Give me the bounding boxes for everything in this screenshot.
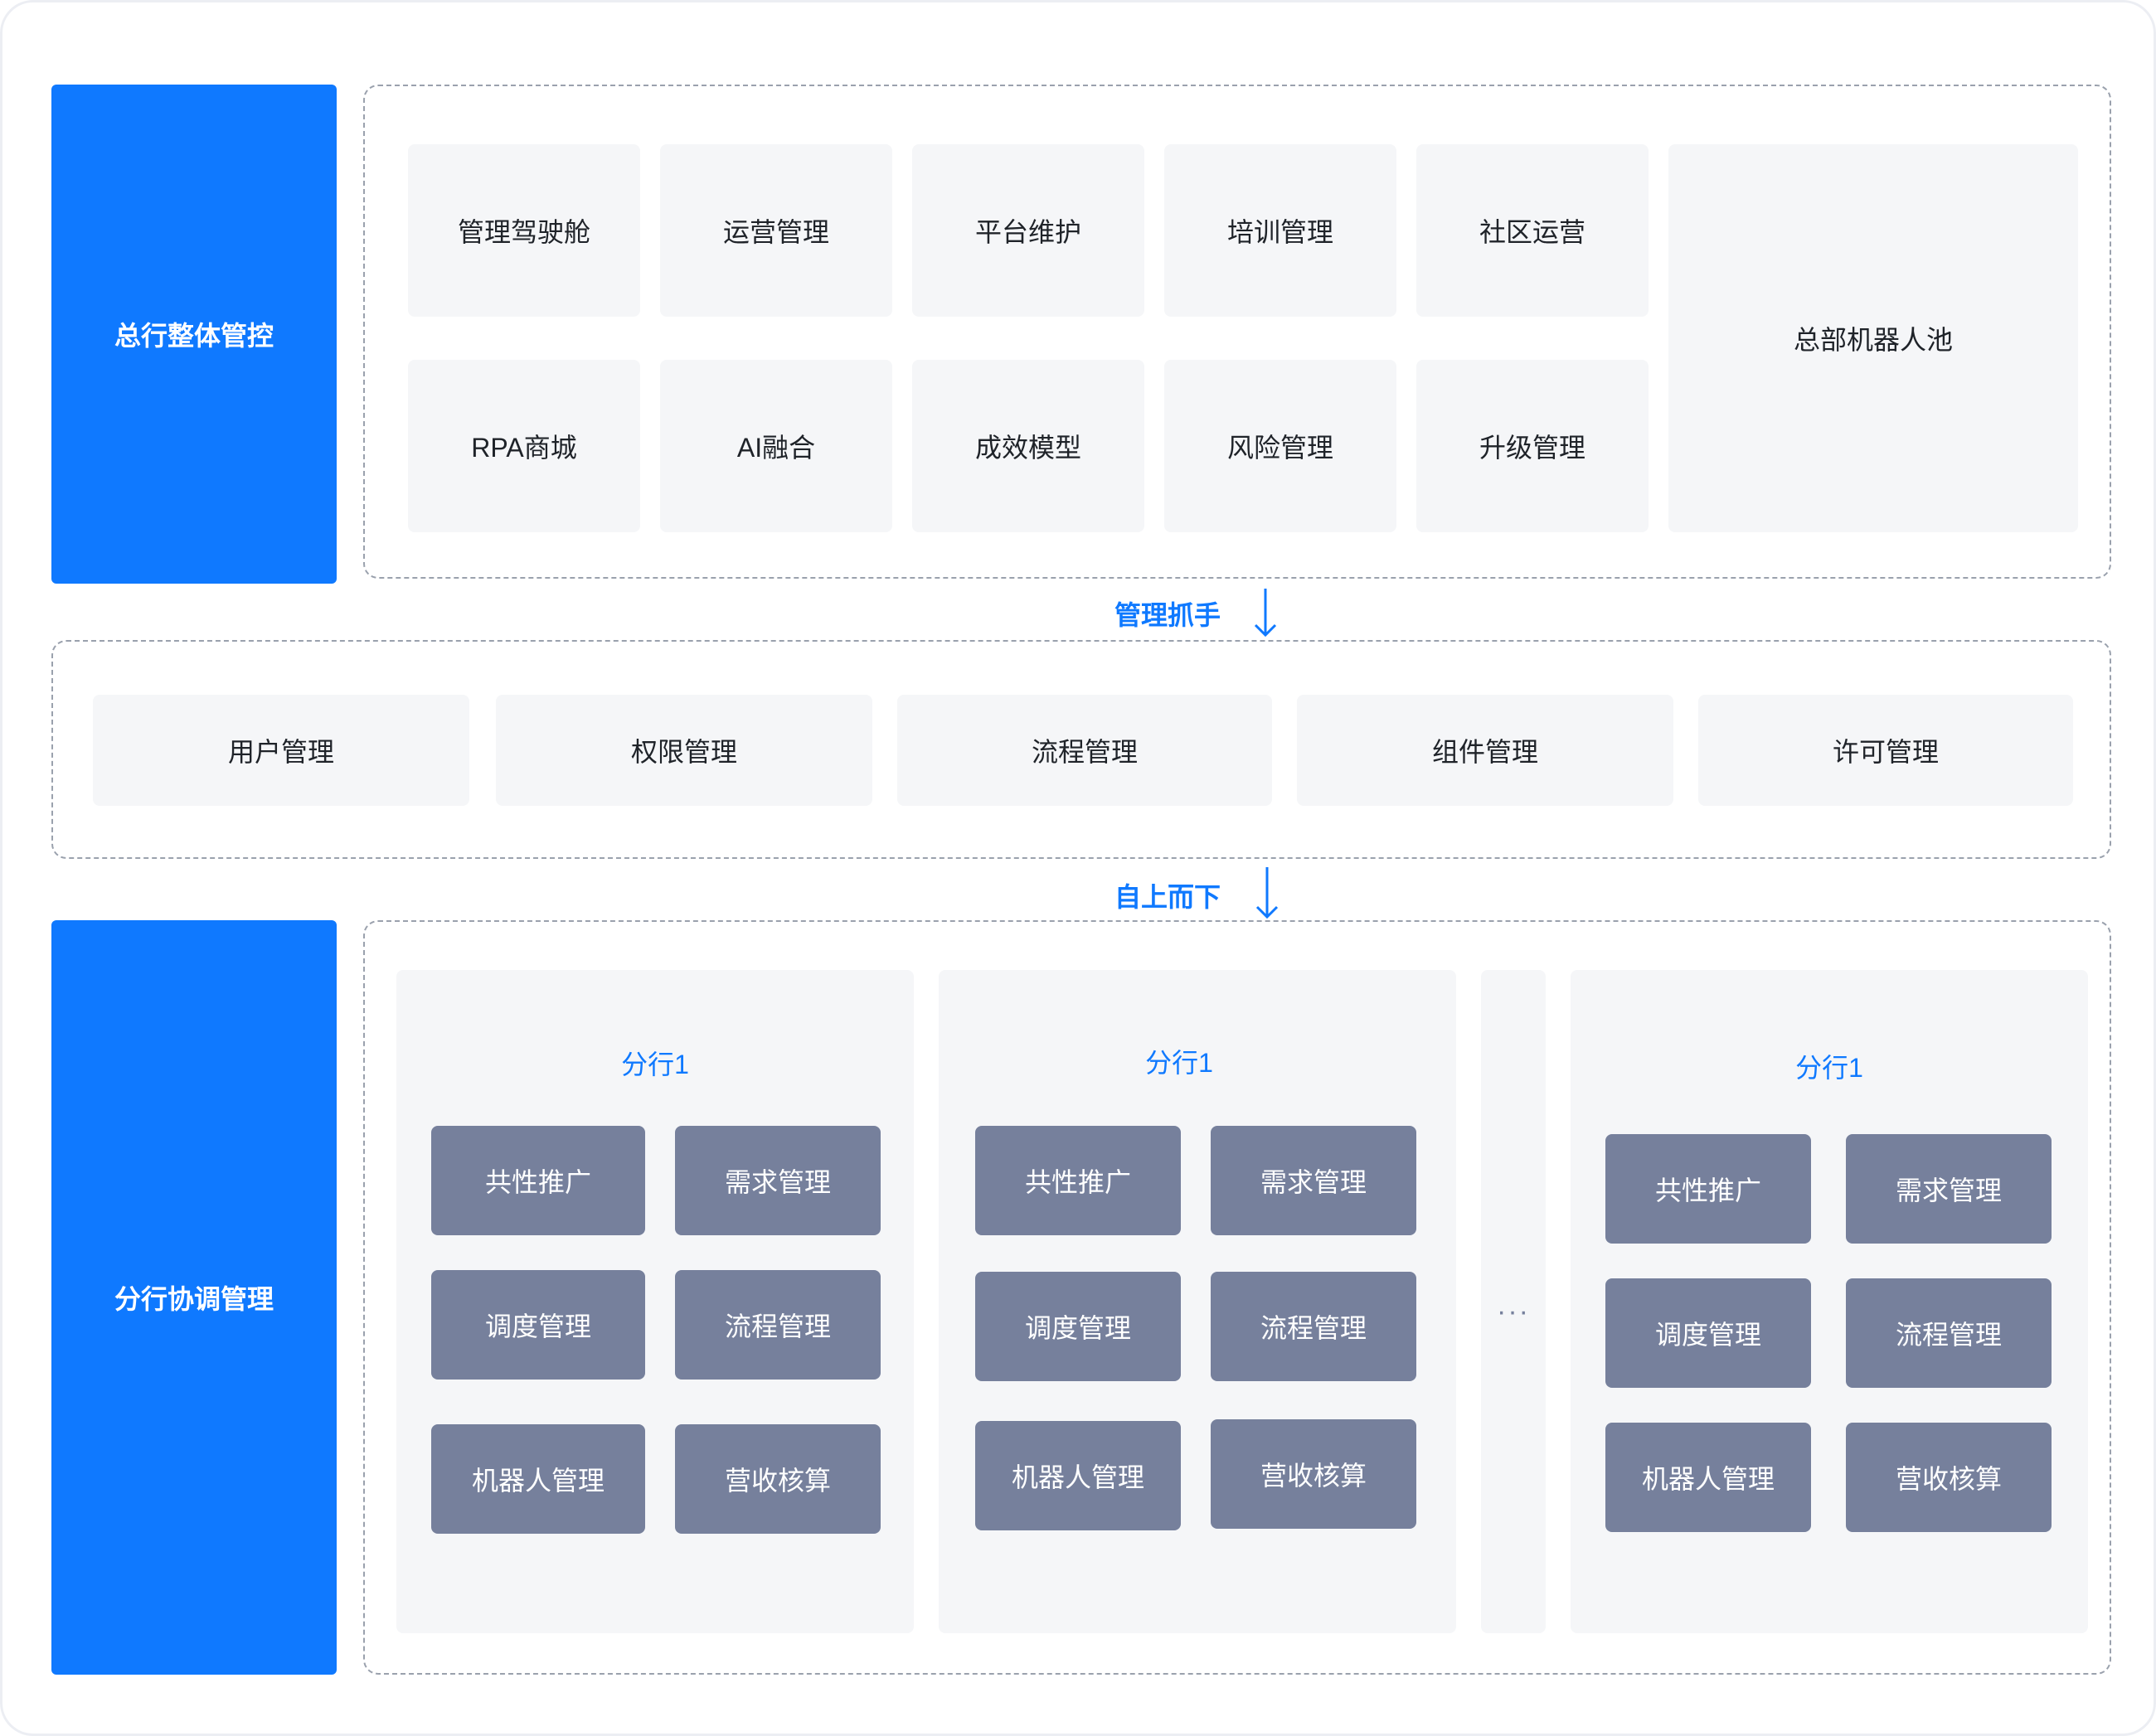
hq-item-operations: 运营管理: [660, 144, 892, 317]
branch-item: 流程管理: [675, 1270, 881, 1380]
hq-item-platform-maintenance: 平台维护: [912, 144, 1144, 317]
branch-item: 需求管理: [1211, 1126, 1416, 1235]
hq-item-upgrade: 升级管理: [1416, 360, 1649, 532]
hq-item-community: 社区运营: [1416, 144, 1649, 317]
branch-item: 调度管理: [431, 1270, 645, 1380]
branch-item: 调度管理: [1605, 1278, 1811, 1388]
branch-item: 需求管理: [675, 1126, 881, 1235]
hq-item-rpa-store: RPA商城: [408, 360, 640, 532]
middle-item-user: 用户管理: [93, 695, 469, 806]
branch-item: 机器人管理: [975, 1421, 1181, 1530]
hq-dashed-box: [363, 85, 2111, 579]
arrow-down-icon: [1255, 867, 1279, 919]
branch-item: 营收核算: [675, 1424, 881, 1534]
connector-label-top-down: 自上而下: [1114, 882, 1221, 912]
hq-item-cockpit: 管理驾驶舱: [408, 144, 640, 317]
hq-label: 总行整体管控: [51, 85, 337, 584]
hq-item-effect-model: 成效模型: [912, 360, 1144, 532]
branch-ellipsis-column: [1481, 970, 1546, 1633]
branch-title: 分行1: [1145, 1048, 1213, 1078]
branch-item: 共性推广: [1605, 1134, 1811, 1244]
middle-item-component: 组件管理: [1297, 695, 1673, 806]
branch-label: 分行协调管理: [51, 920, 337, 1675]
branch-item: 流程管理: [1846, 1278, 2052, 1388]
hq-item-training: 培训管理: [1164, 144, 1396, 317]
branch-item: 机器人管理: [431, 1424, 645, 1534]
hq-robot-pool: 总部机器人池: [1668, 144, 2078, 532]
branch-item: 共性推广: [431, 1126, 645, 1235]
branch-item: 调度管理: [975, 1272, 1181, 1381]
middle-dashed-box: [51, 640, 2111, 859]
branch-item: 营收核算: [1846, 1423, 2052, 1532]
branch-item: 机器人管理: [1605, 1423, 1811, 1532]
arrow-down-icon: [1254, 589, 1277, 638]
branch-title: 分行1: [1795, 1053, 1863, 1083]
middle-item-process: 流程管理: [897, 695, 1272, 806]
middle-item-license: 许可管理: [1698, 695, 2073, 806]
branch-dashed-box: [363, 920, 2111, 1675]
branch-title: 分行1: [621, 1050, 689, 1079]
hq-item-ai-fusion: AI融合: [660, 360, 892, 532]
connector-label-management: 管理抓手: [1114, 600, 1221, 630]
branch-item: 需求管理: [1846, 1134, 2052, 1244]
branch-item: 营收核算: [1211, 1419, 1416, 1529]
branch-item: 流程管理: [1211, 1272, 1416, 1381]
branch-item: 共性推广: [975, 1126, 1181, 1235]
ellipsis-icon: ···: [1497, 1295, 1530, 1327]
middle-item-permission: 权限管理: [496, 695, 872, 806]
hq-item-risk: 风险管理: [1164, 360, 1396, 532]
